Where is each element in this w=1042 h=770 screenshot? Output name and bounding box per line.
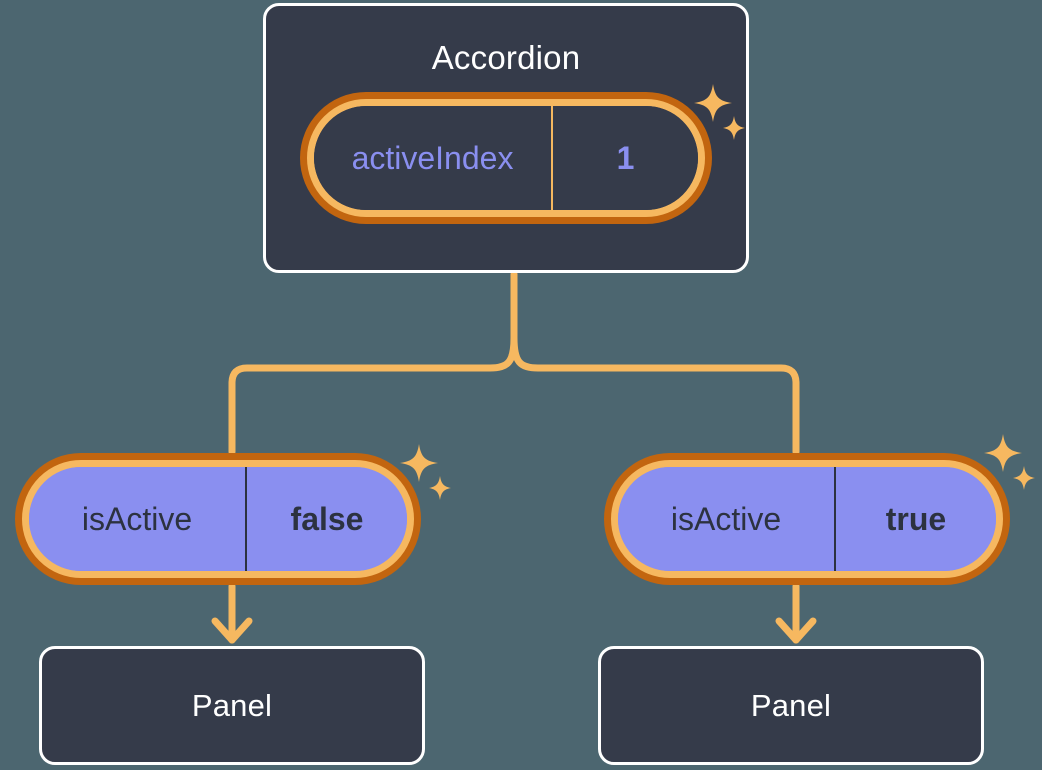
prop-key-label: isActive [29,467,245,571]
prop-pill-is-active-false[interactable]: isActive false [22,460,414,578]
connector-branch-right [510,334,800,456]
pill-divider [551,106,553,210]
prop-key-label: isActive [618,467,834,571]
sparkle-4-point-small-icon [1013,466,1035,490]
panel-title: Panel [191,687,273,723]
accordion-title: Accordion [431,39,581,76]
panel-title: Panel [750,687,832,723]
state-pill-active-index[interactable]: activeIndex 1 [307,99,705,217]
state-key-label: activeIndex [314,106,551,210]
prop-pill-is-active-true[interactable]: isActive true [611,460,1003,578]
prop-value-label: false [247,467,407,571]
pill-divider [834,467,836,571]
arrow-head-right [775,617,817,644]
connector-branch-left [228,334,518,456]
state-value-label: 1 [553,106,698,210]
arrow-head-left [211,617,253,644]
prop-value-label: true [836,467,996,571]
sparkle-4-point-small-icon [429,476,451,500]
sparkle-4-point-large-icon [400,444,438,482]
sparkle-4-point-large-icon [984,434,1022,472]
component-box-panel-right[interactable]: Panel [598,646,984,765]
pill-divider [245,467,247,571]
component-box-panel-left[interactable]: Panel [39,646,425,765]
